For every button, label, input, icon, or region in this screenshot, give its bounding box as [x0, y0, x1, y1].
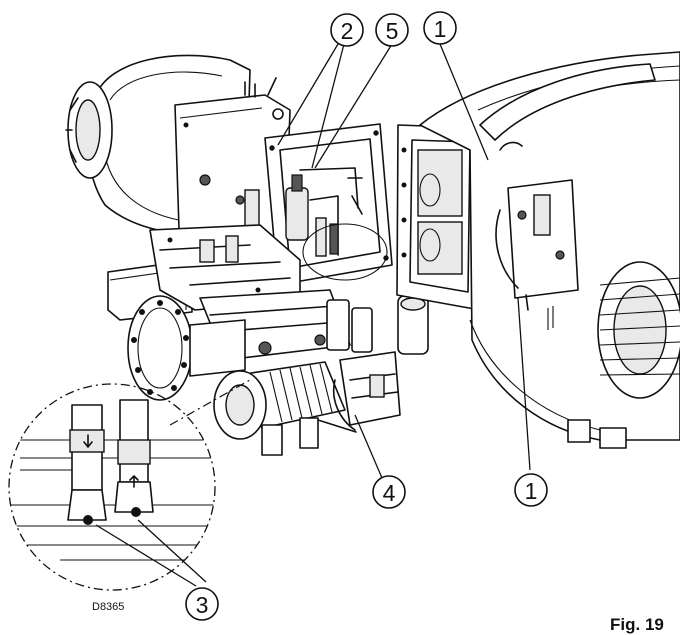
callout-1-bottom-label: 1: [525, 478, 538, 504]
callout-1-bottom: 1: [514, 473, 548, 507]
callout-5-label: 5: [386, 18, 399, 44]
callout-1-top: 1: [423, 11, 457, 45]
callout-3: 3: [185, 587, 219, 621]
callout-1-top-label: 1: [434, 16, 447, 42]
flange: [127, 295, 246, 401]
detail-inset: [8, 379, 251, 591]
pump-motor: [213, 361, 357, 456]
callout-4: 4: [372, 475, 406, 509]
hinged-door: [396, 124, 483, 311]
callout-2: 2: [330, 13, 364, 47]
callout-5: 5: [375, 13, 409, 47]
callout-2-label: 2: [341, 18, 354, 44]
drawing-code: D8365: [92, 601, 124, 613]
right-blower-housing: [419, 51, 680, 449]
inspection-frame: [264, 123, 393, 286]
callout-4-label: 4: [383, 480, 396, 506]
callout-3-label: 3: [196, 592, 209, 618]
leader-lines: [95, 43, 531, 587]
figure-label: Fig. 19: [610, 615, 664, 634]
